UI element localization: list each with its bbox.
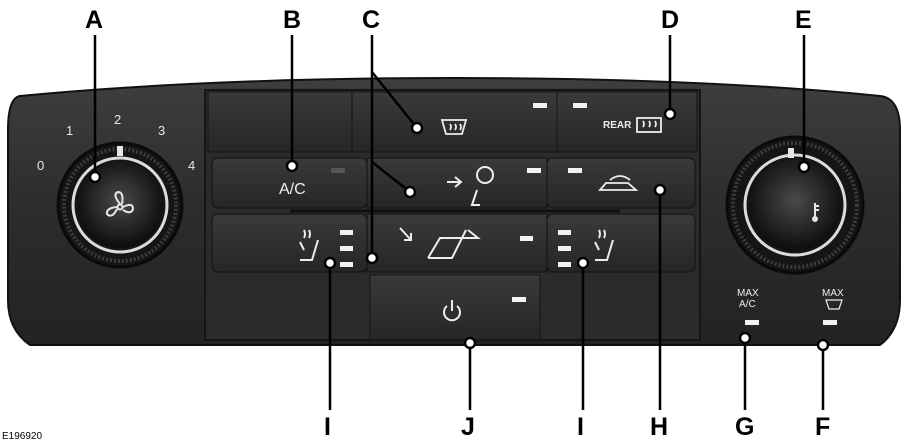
fan-scale-2: 2 [114, 112, 121, 127]
callout-j: J [461, 413, 475, 441]
fan-scale-1: 1 [66, 123, 73, 138]
indicator-light [340, 230, 353, 235]
fan-scale-3: 3 [158, 123, 165, 138]
callout-a: A [85, 6, 103, 34]
max-defrost-label: MAX [822, 288, 844, 299]
max-ac-label-line2: A/C [739, 299, 756, 310]
fan-scale-4: 4 [188, 158, 195, 173]
indicator-light [340, 246, 353, 251]
indicator-light [527, 168, 541, 173]
indicator-light [520, 236, 533, 241]
max-ac-label-line1: MAX [737, 288, 759, 299]
callout-d: D [661, 6, 679, 34]
callout-b: B [283, 6, 301, 34]
callout-i-right: I [577, 413, 584, 441]
callout-i-left: I [324, 413, 331, 441]
airflow-lower-button[interactable] [367, 214, 547, 272]
indicator-light [558, 246, 571, 251]
indicator-light [573, 103, 587, 108]
callout-f: F [815, 413, 830, 441]
indicator-light [340, 262, 353, 267]
indicator-light [745, 320, 759, 325]
indicator-light [512, 297, 526, 302]
temperature-knob[interactable] [727, 137, 863, 273]
rear-label: REAR [603, 120, 632, 131]
callout-h: H [650, 413, 668, 441]
upper-left-panel [208, 92, 352, 152]
fan-scale-0: 0 [37, 158, 44, 173]
indicator-light [558, 230, 571, 235]
callout-c: C [362, 6, 380, 34]
callout-e: E [795, 6, 812, 34]
indicator-light [568, 168, 582, 173]
windshield-defrost-button[interactable] [352, 92, 557, 152]
fan-speed-knob[interactable] [58, 143, 182, 267]
indicator-light [331, 168, 345, 173]
indicator-light [533, 103, 547, 108]
indicator-light [558, 262, 571, 267]
image-code: E196920 [2, 431, 42, 441]
ac-label: A/C [279, 181, 306, 198]
power-button[interactable] [370, 275, 540, 340]
callout-g: G [735, 413, 754, 441]
indicator-light [823, 320, 837, 325]
